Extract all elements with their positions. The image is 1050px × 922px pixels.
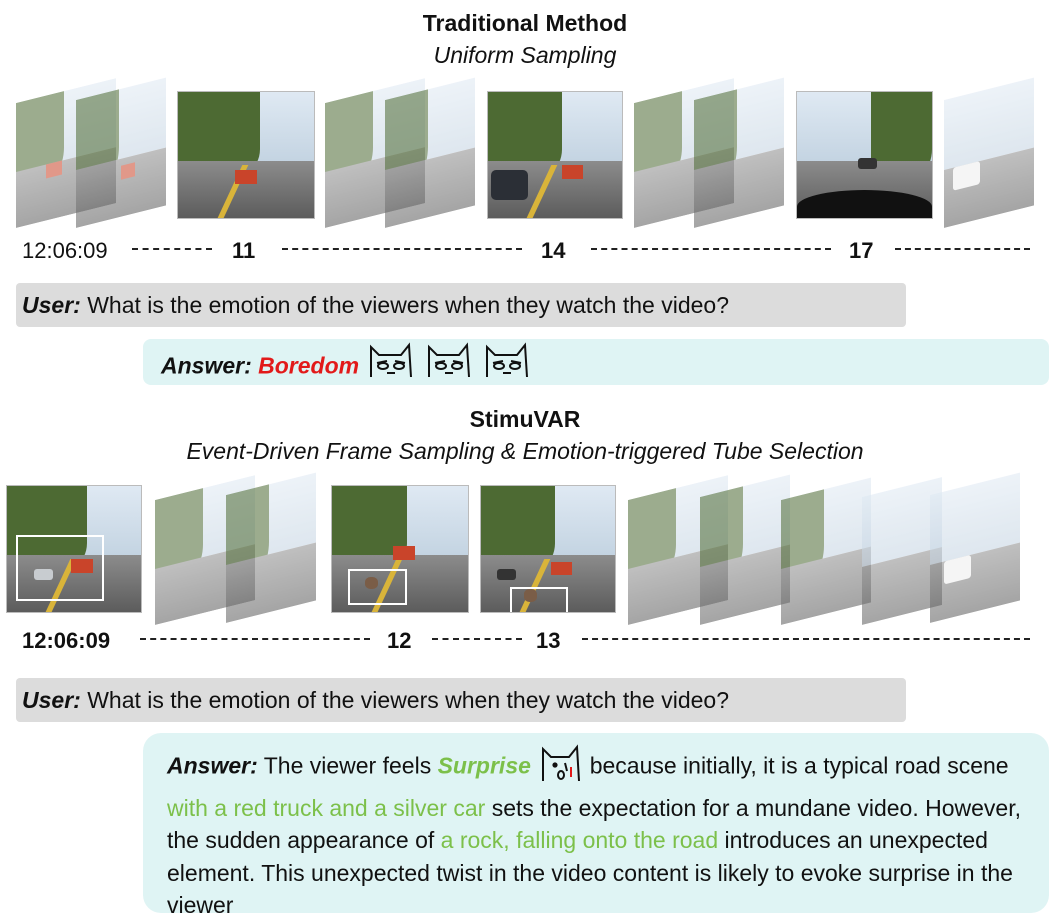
- emotion-tube-box: [348, 569, 407, 605]
- sampled-frame: [331, 485, 469, 613]
- sampled-frame: [6, 485, 142, 613]
- user-question: What is the emotion of the viewers when …: [87, 292, 729, 318]
- timeline-dash: [591, 248, 831, 270]
- user-prompt-bar: User: What is the emotion of the viewers…: [16, 283, 906, 327]
- timeline-tick: 12: [387, 628, 412, 653]
- timeline-dash: [432, 638, 522, 660]
- answer-label: Answer:: [161, 352, 252, 379]
- faded-frame: [944, 77, 1034, 228]
- timeline-dash: [140, 638, 370, 660]
- faded-frame: [76, 77, 166, 228]
- sampled-frame: [480, 485, 616, 613]
- timeline-tick: 14: [541, 238, 566, 263]
- timeline-tick: 12:06:09: [22, 628, 111, 653]
- timeline-dash: [282, 248, 522, 270]
- faded-frame: [385, 77, 475, 228]
- timeline-tick: 13: [536, 628, 561, 653]
- traditional-method-title: Traditional Method: [422, 10, 628, 36]
- faded-frame: [694, 77, 784, 228]
- stimuvar-title: StimuVAR: [469, 406, 581, 432]
- timeline-tick: 12:06:09: [22, 238, 108, 263]
- timeline-dash: [132, 248, 212, 270]
- answer-bar: Answer: Boredom: [143, 339, 1049, 385]
- sampled-frame: [487, 91, 623, 219]
- answer-box: Answer: The viewer feels Surprise becaus…: [143, 733, 1049, 918]
- answer-text-4: introduces an unexpected element. This u…: [167, 827, 1013, 918]
- answer-label: Answer:: [167, 752, 258, 779]
- answer-emotion: Boredom: [258, 352, 360, 379]
- user-label: User:: [22, 687, 81, 713]
- emotion-tube-box: [16, 535, 104, 601]
- faded-frame: [930, 472, 1020, 623]
- answer-highlight-2: a rock, falling onto the road: [440, 827, 719, 853]
- bored-cat-icon: [365, 339, 533, 396]
- sampled-frame: [177, 91, 315, 219]
- timeline-dash: [582, 638, 1030, 660]
- faded-frame: [781, 477, 871, 625]
- answer-text-2: because initially, it is a typical road …: [589, 752, 1009, 779]
- answer-highlight-1: with a red truck and a silver car: [167, 794, 486, 821]
- timeline-tick: 17: [849, 238, 874, 263]
- traditional-method-subtitle: Uniform Sampling: [433, 42, 617, 68]
- answer-text-1: The viewer feels: [263, 752, 432, 779]
- emotion-tube-box: [510, 587, 568, 612]
- stimuvar-subtitle: Event-Driven Frame Sampling & Emotion-tr…: [186, 438, 864, 464]
- sampled-frame: [796, 91, 933, 219]
- answer-emotion: Surprise: [437, 752, 531, 779]
- faded-frame: [700, 474, 790, 625]
- faded-frame: [226, 472, 316, 623]
- user-prompt-bar: User: What is the emotion of the viewers…: [16, 678, 906, 722]
- timeline-dash: [895, 248, 1030, 270]
- user-label: User:: [22, 292, 81, 318]
- answer-text-3: sets the expectation for a mundane video…: [167, 794, 1022, 854]
- surprised-cat-icon: [537, 743, 583, 792]
- timeline-tick: 11: [232, 238, 256, 263]
- user-question: What is the emotion of the viewers when …: [87, 687, 729, 713]
